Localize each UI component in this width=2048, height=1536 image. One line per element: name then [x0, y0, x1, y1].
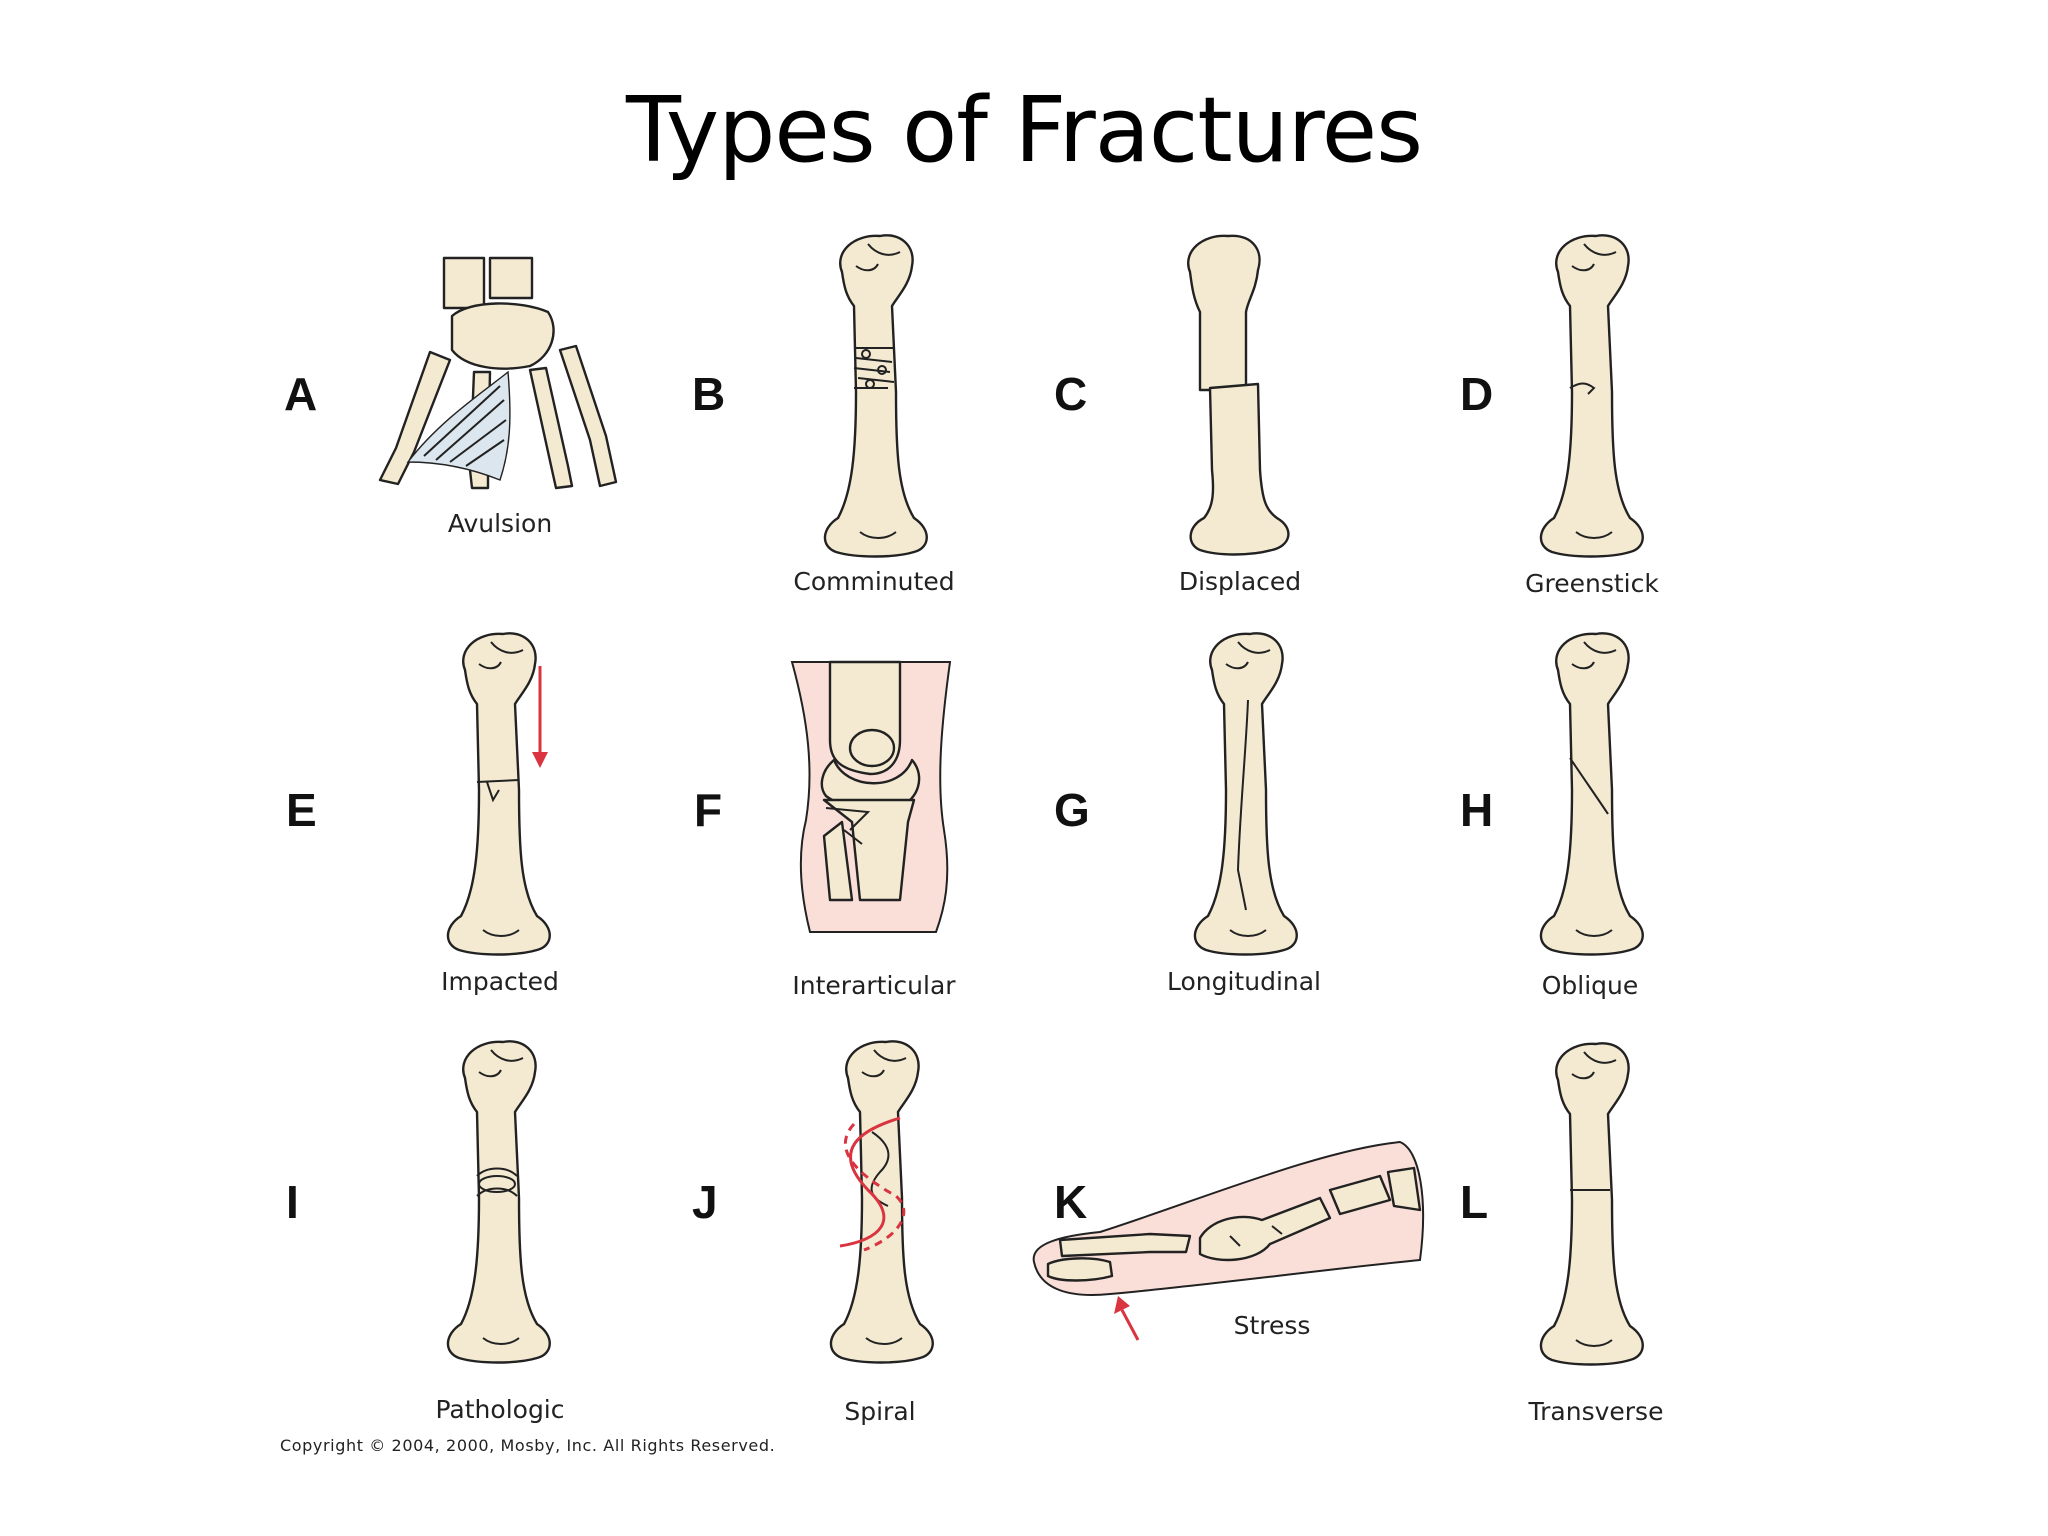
panel-letter-c: C [1054, 368, 1087, 420]
panel-g-illustration [1193, 632, 1298, 956]
panel-letter-l: L [1460, 1176, 1488, 1228]
copyright-notice: Copyright © 2004, 2000, Mosby, Inc. All … [280, 1436, 776, 1455]
panel-letter-f: F [694, 784, 722, 836]
panel-b-illustration [823, 234, 928, 558]
spiral-arrow-path [839, 1116, 901, 1248]
panel-letter-h: H [1460, 784, 1493, 836]
panel-letter-a: A [284, 368, 317, 420]
panel-i-illustration [446, 1040, 551, 1364]
panel-l-illustration [1539, 1042, 1644, 1366]
panel-caption-k: Stress [1234, 1311, 1311, 1340]
panel-letter-k: K [1054, 1176, 1087, 1228]
slide-title: Types of Fractures [625, 78, 1423, 183]
spiral-arrow-path-dashed [843, 1122, 906, 1252]
panel-letter-i: I [286, 1176, 299, 1228]
stress-arrow-line [1120, 1309, 1140, 1341]
stress-arrow-head [1114, 1296, 1130, 1314]
panel-letter-j: J [692, 1176, 718, 1228]
panel-c-illustration [1187, 234, 1290, 556]
panel-e-illustration [446, 632, 551, 956]
panel-f-illustration [790, 660, 952, 933]
panel-caption-c: Displaced [1179, 567, 1301, 596]
panel-h-illustration [1539, 632, 1644, 956]
panel-j-illustration [829, 1040, 934, 1364]
panel-d-illustration [1539, 234, 1644, 558]
panel-caption-i: Pathologic [435, 1395, 564, 1424]
panel-caption-e: Impacted [441, 967, 559, 996]
panel-caption-g: Longitudinal [1167, 967, 1321, 996]
panel-letter-e: E [286, 784, 317, 836]
panel-k-illustration [1032, 1140, 1425, 1296]
panel-a-illustration [378, 256, 618, 490]
impact-arrow-head [532, 752, 548, 768]
panel-caption-j: Spiral [844, 1397, 915, 1426]
panel-caption-h: Oblique [1542, 971, 1639, 1000]
panel-caption-f: Interarticular [792, 971, 956, 1000]
panel-caption-b: Comminuted [793, 567, 954, 596]
panel-letter-b: B [692, 368, 725, 420]
panel-letter-g: G [1054, 784, 1090, 836]
panel-caption-l: Transverse [1528, 1397, 1664, 1426]
panel-caption-a: Avulsion [448, 509, 552, 538]
panel-letter-d: D [1460, 368, 1493, 420]
panel-caption-d: Greenstick [1525, 569, 1659, 598]
